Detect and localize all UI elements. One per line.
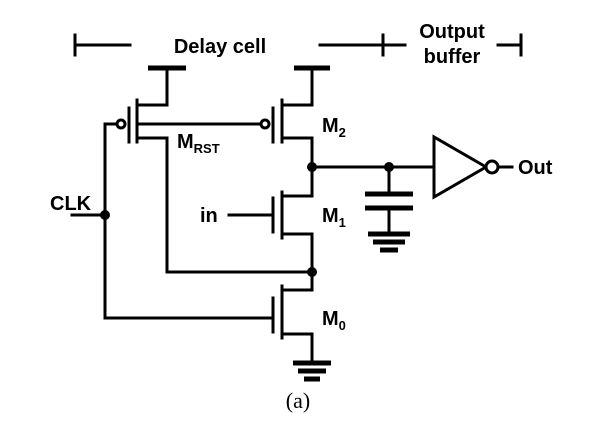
delay-cell-bracket [73,33,385,57]
figure-caption: (a) [286,388,310,413]
clk-net [70,122,275,320]
m0-label: M0 [322,308,346,333]
m-rst-label: MRST [177,131,220,156]
in-label: in [200,205,218,227]
m1-transistor [227,190,314,292]
m2-transistor [259,66,314,198]
clk-node [100,210,110,220]
m2-label: M2 [322,115,346,140]
mid-node [307,267,317,277]
output-buffer-bracket [381,33,523,57]
delay-cell-label: Delay cell [174,36,266,58]
m0-transistor [271,284,314,364]
ground-symbol [293,360,331,382]
m1-label: M1 [322,205,346,230]
clk-label: CLK [50,193,92,215]
m-rst-transistor [115,66,263,274]
inverter-buffer [432,134,514,200]
out-label: Out [518,157,553,179]
output-buffer-label-line1: Output [419,21,485,43]
load-capacitor [365,165,413,253]
output-buffer-label-line2: buffer [424,46,481,68]
